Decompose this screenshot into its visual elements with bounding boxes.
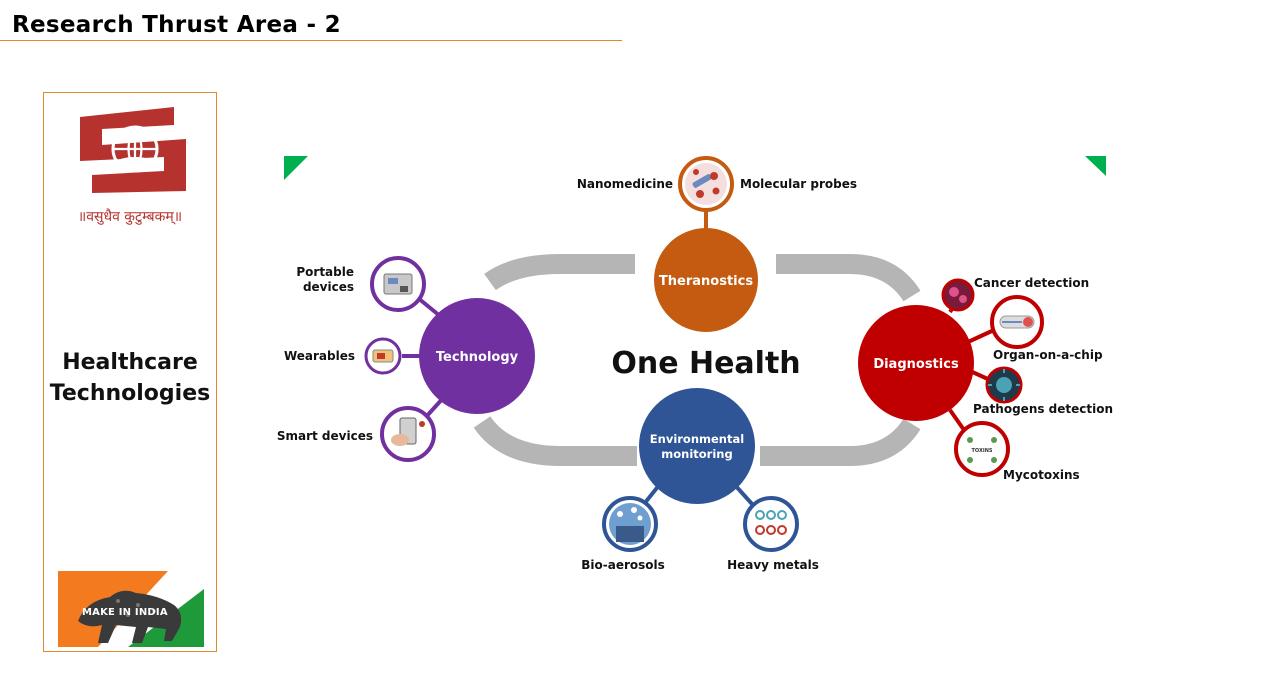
portable-device-icon bbox=[370, 256, 426, 312]
institute-logo bbox=[80, 107, 186, 193]
motto-text: ॥वसुधैव कुटुम्बकम्॥ bbox=[77, 209, 183, 225]
pathogens-detection-label: Pathogens detection bbox=[973, 402, 1113, 416]
wearable-icon bbox=[364, 337, 402, 375]
corner-accent-right bbox=[1085, 156, 1106, 176]
cancer-cell-icon bbox=[941, 278, 975, 312]
mycotoxin-icon: TOXINS bbox=[954, 421, 1010, 477]
make-in-india-logo bbox=[58, 571, 204, 647]
portable-devices-label-line2: devices bbox=[303, 280, 354, 294]
heavy-metal-icon bbox=[743, 496, 799, 552]
diagnostics-hub bbox=[858, 305, 974, 421]
portable-devices-label-line1: Portable bbox=[296, 265, 354, 279]
technology-hub bbox=[419, 298, 535, 414]
nanomedicine-label: Nanomedicine bbox=[577, 177, 673, 191]
mycotoxins-label: Mycotoxins bbox=[1003, 468, 1080, 482]
pathogen-icon bbox=[985, 366, 1023, 404]
environmental-label-line2: monitoring bbox=[661, 447, 732, 461]
title-underline bbox=[0, 40, 622, 41]
organ-on-chip-icon bbox=[990, 295, 1044, 349]
bio-aerosols-label: Bio-aerosols bbox=[581, 558, 665, 572]
heavy-metals-label: Heavy metals bbox=[727, 558, 819, 572]
section-title: Healthcare Technologies bbox=[44, 347, 216, 409]
section-title-line1: Healthcare bbox=[62, 350, 198, 375]
theranostics-hub bbox=[654, 228, 758, 332]
corner-accent-left bbox=[284, 156, 308, 180]
molecular-probes-label: Molecular probes bbox=[740, 177, 857, 191]
bio-aerosol-icon bbox=[602, 496, 658, 552]
side-panel: ॥वसुधैव कुटुम्बकम्॥ Healthcare Technolog… bbox=[43, 92, 217, 652]
section-title-line2: Technologies bbox=[49, 381, 211, 406]
organ-on-chip-label: Organ-on-a-chip bbox=[993, 348, 1103, 362]
make-in-india-text: MAKE IN INDIA bbox=[82, 607, 168, 618]
cancer-detection-label: Cancer detection bbox=[974, 276, 1089, 290]
toxins-text: TOXINS bbox=[972, 448, 993, 454]
wearables-label: Wearables bbox=[284, 349, 355, 363]
environmental-hub bbox=[639, 388, 755, 504]
theranostics-label: Theranostics bbox=[659, 274, 753, 289]
technology-label: Technology bbox=[436, 350, 519, 365]
environmental-label-line1: Environmental bbox=[650, 432, 744, 446]
center-title: One Health bbox=[611, 346, 800, 381]
diagnostics-label: Diagnostics bbox=[873, 357, 959, 372]
smart-devices-label: Smart devices bbox=[277, 429, 373, 443]
nanomedicine-icon bbox=[678, 156, 734, 212]
page-title: Research Thrust Area - 2 bbox=[12, 12, 341, 38]
smart-device-icon bbox=[380, 406, 436, 462]
connector-ring bbox=[473, 254, 921, 466]
